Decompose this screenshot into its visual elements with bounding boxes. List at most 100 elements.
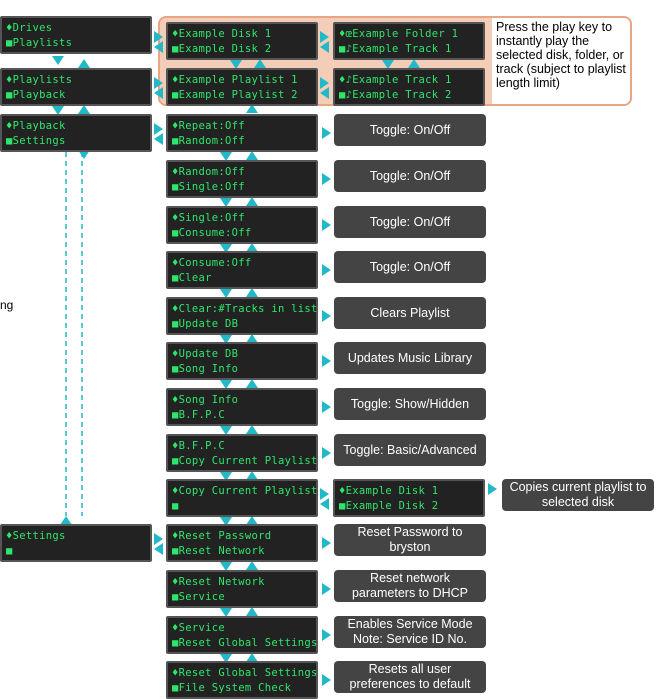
arrow-up bbox=[246, 288, 258, 297]
arrow-right bbox=[322, 629, 331, 641]
arrow-up bbox=[246, 653, 258, 662]
arrow-down bbox=[220, 198, 232, 207]
note-bfpc: Toggle: Basic/Advanced bbox=[334, 434, 486, 466]
lcd-line-1: ♦Reset Password bbox=[172, 530, 272, 542]
arrow-up bbox=[246, 104, 258, 113]
arrow-right bbox=[322, 264, 331, 276]
arrow-right bbox=[154, 533, 163, 545]
lcd-screen-folders: ♦œExample Folder 1 ■♪Example Track 1 bbox=[333, 22, 485, 60]
lcd-screen-repeat: ♦Repeat:Off ■Random:Off bbox=[166, 114, 318, 152]
lcd-screen-copy-playlist: ♦Copy Current Playlist ■ bbox=[166, 479, 318, 517]
lcd-line-2: ■ bbox=[172, 500, 179, 512]
arrow-up bbox=[246, 151, 258, 160]
note-single: Toggle: On/Off bbox=[334, 206, 486, 238]
arrow-right bbox=[154, 123, 163, 135]
arrow-up bbox=[246, 379, 258, 388]
lcd-line-2: ■Reset Global Settings bbox=[172, 637, 318, 649]
lcd-line-2: ■B.F.P.C bbox=[172, 409, 225, 421]
lcd-screen-bfpc: ♦B.F.P.C ■Copy Current Playlist bbox=[166, 434, 318, 472]
lcd-line-1: ♦Reset Network bbox=[172, 576, 265, 588]
lcd-line-2: ■Copy Current Playlist bbox=[172, 455, 318, 467]
arrow-left bbox=[154, 41, 163, 53]
arrow-down bbox=[220, 152, 232, 161]
arrow-down bbox=[78, 150, 90, 159]
lcd-line-1: ♦Consume:Off bbox=[172, 257, 252, 269]
lcd-screen-single: ♦Single:Off ■Consume:Off bbox=[166, 206, 318, 244]
lcd-screen-service: ♦Service ■Reset Global Settings bbox=[166, 616, 318, 654]
lcd-screen-random: ♦Random:Off ■Single:Off bbox=[166, 160, 318, 198]
arrow-right bbox=[322, 173, 331, 185]
note-consume: Toggle: On/Off bbox=[334, 251, 486, 283]
arrow-up bbox=[246, 334, 258, 343]
note-copy-playlist: Copies current playlist to selected disk bbox=[502, 479, 654, 511]
arrow-right bbox=[488, 483, 497, 495]
lcd-screen-settings: ♦Settings ■ bbox=[0, 524, 152, 562]
arrow-right bbox=[322, 674, 331, 686]
note-reset-network: Reset network parameters to DHCP bbox=[334, 570, 486, 602]
note-update-db: Updates Music Library bbox=[334, 342, 486, 374]
lcd-line-2: ■♪Example Track 1 bbox=[339, 43, 452, 55]
lcd-line-2: ■Service bbox=[172, 591, 225, 603]
lcd-screen-disks: ♦Example Disk 1 ■Example Disk 2 bbox=[166, 22, 318, 60]
lcd-line-1: ♦♪Example Track 1 bbox=[339, 74, 452, 86]
lcd-line-1: ♦Reset Global Settings bbox=[172, 667, 318, 679]
arrow-down bbox=[52, 56, 64, 65]
arrow-right bbox=[322, 447, 331, 459]
arrow-right bbox=[154, 31, 163, 43]
arrow-down bbox=[230, 60, 242, 69]
lcd-line-2: ■♪Example Track 2 bbox=[339, 89, 452, 101]
arrow-up bbox=[78, 105, 90, 114]
arrow-down bbox=[382, 60, 394, 69]
note-clear: Clears Playlist bbox=[334, 297, 486, 329]
lcd-line-2: ■Example Disk 2 bbox=[339, 500, 439, 512]
arrow-right bbox=[322, 355, 331, 367]
arrow-down bbox=[220, 608, 232, 617]
lcd-screen-tracks: ♦♪Example Track 1 ■♪Example Track 2 bbox=[333, 68, 485, 106]
arrow-down bbox=[220, 335, 232, 344]
arrow-right bbox=[154, 77, 163, 89]
lcd-line-1: ♦Service bbox=[172, 622, 225, 634]
lcd-line-1: ♦Update DB bbox=[172, 348, 239, 360]
note-reset-global: Resets all user preferences to default bbox=[334, 661, 486, 693]
play-key-callout-text: Press the play key to instantly play the… bbox=[492, 18, 630, 104]
lcd-line-1: ♦Playback bbox=[6, 120, 66, 132]
arrow-up bbox=[246, 197, 258, 206]
lcd-line-1: ♦Example Playlist 1 bbox=[172, 74, 298, 86]
arrow-left bbox=[154, 133, 163, 145]
arrow-right bbox=[320, 77, 329, 89]
lcd-line-1: ♦Drives bbox=[6, 22, 53, 34]
arrow-down bbox=[220, 517, 232, 526]
lcd-screen-reset-global: ♦Reset Global Settings ■File System Chec… bbox=[166, 661, 318, 699]
arrow-down bbox=[52, 106, 64, 115]
arrow-left bbox=[154, 543, 163, 555]
arrow-up bbox=[246, 561, 258, 570]
lcd-line-1: ♦Single:Off bbox=[172, 212, 245, 224]
lcd-line-2: ■File System Check bbox=[172, 682, 292, 694]
arrow-down bbox=[220, 380, 232, 389]
arrow-up bbox=[254, 59, 266, 68]
arrow-left bbox=[320, 87, 329, 99]
arrow-left bbox=[320, 498, 329, 510]
lcd-line-1: ♦Copy Current Playlist bbox=[172, 485, 318, 497]
arrow-right bbox=[322, 537, 331, 549]
arrow-left bbox=[320, 41, 329, 53]
lcd-line-2: ■Update DB bbox=[172, 318, 239, 330]
arrow-right bbox=[322, 219, 331, 231]
lcd-line-2: ■Clear bbox=[172, 272, 212, 284]
lcd-line-1: ♦Playlists bbox=[6, 74, 73, 86]
arrow-down bbox=[220, 654, 232, 663]
arrow-left bbox=[154, 87, 163, 99]
arrow-down bbox=[220, 472, 232, 481]
lcd-line-2: ■Playlists bbox=[6, 37, 73, 49]
lcd-screen-playback: ♦Playback ■Settings bbox=[0, 114, 152, 152]
lcd-screen-update-db: ♦Update DB ■Song Info bbox=[166, 342, 318, 380]
lcd-screen-consume: ♦Consume:Off ■Clear bbox=[166, 251, 318, 289]
lcd-screen-playlists: ♦Playlists ■Playback bbox=[0, 68, 152, 106]
lcd-line-1: ♦Example Disk 1 bbox=[172, 28, 272, 40]
lcd-line-2: ■Playback bbox=[6, 89, 66, 101]
lcd-line-1: ♦Settings bbox=[6, 530, 66, 542]
lcd-line-1: ♦Song Info bbox=[172, 394, 239, 406]
arrow-down bbox=[220, 426, 232, 435]
lcd-line-1: ♦Repeat:Off bbox=[172, 120, 245, 132]
lcd-line-2: ■Settings bbox=[6, 135, 66, 147]
